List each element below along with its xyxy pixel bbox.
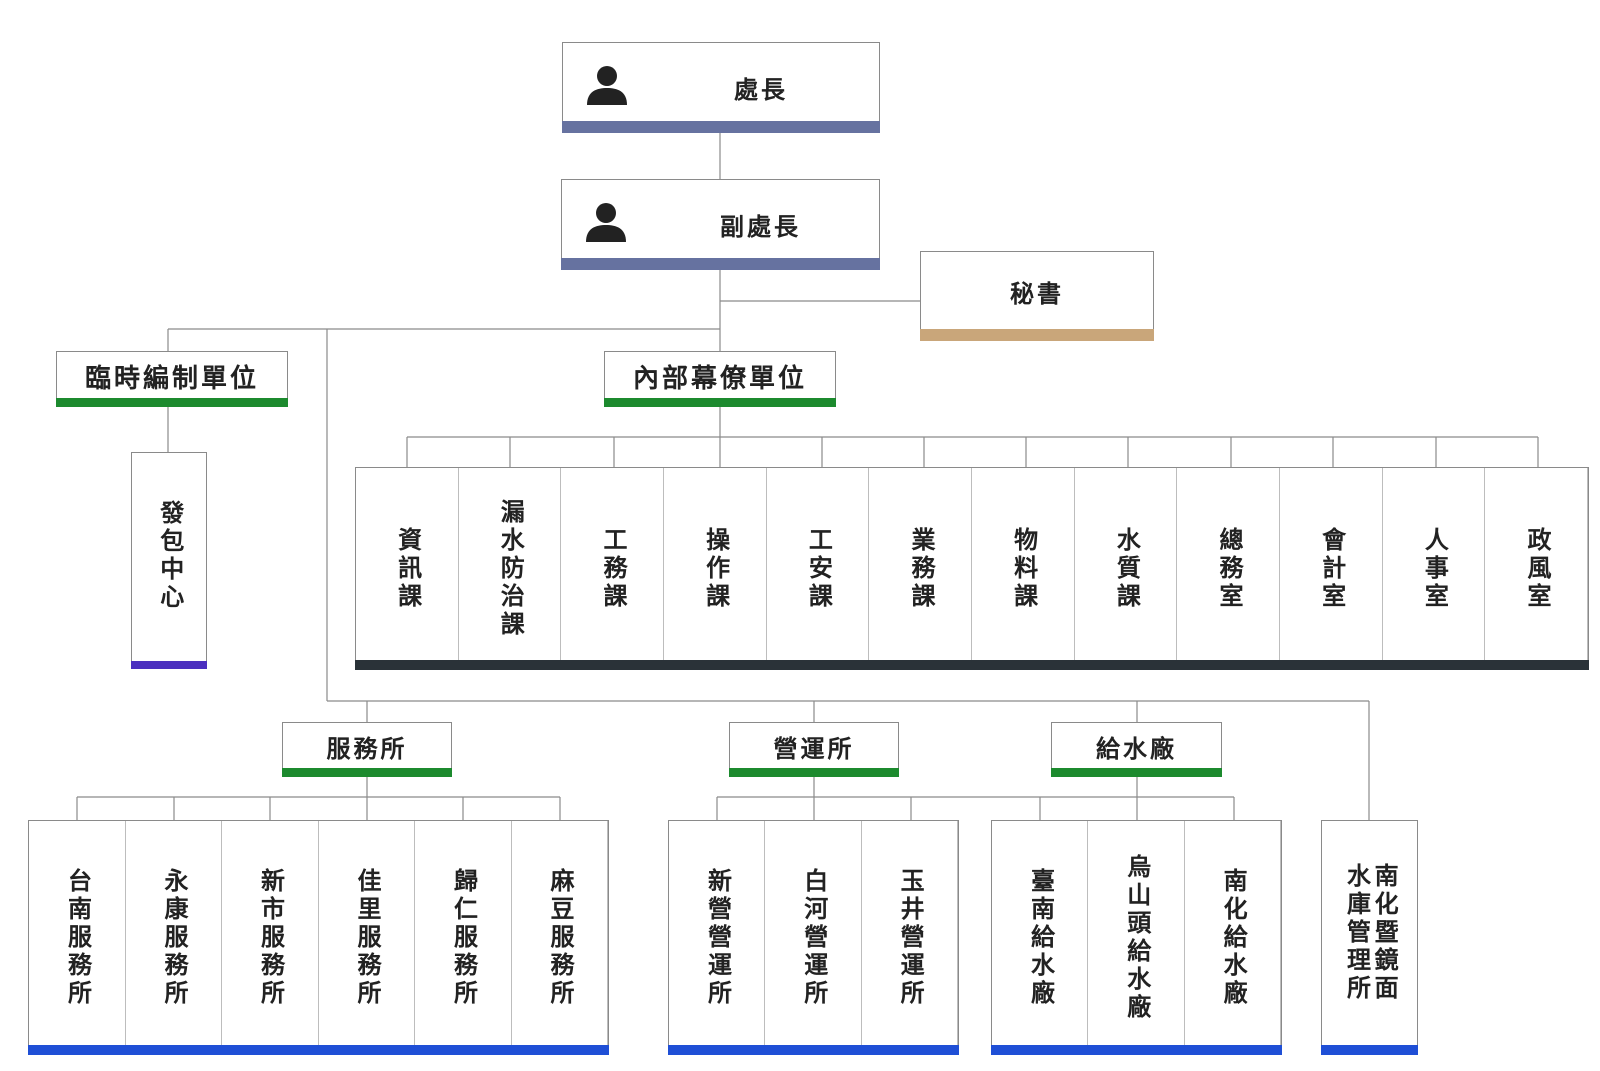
contract-center-label: 發包中心 (155, 499, 184, 612)
reservoir-bar (1321, 1045, 1418, 1055)
service-office-cell[interactable]: 歸仁服務所 (415, 821, 512, 1054)
dept-label: 工務課 (598, 526, 627, 611)
temp-unit-box[interactable]: 臨時編制單位 (56, 351, 288, 407)
water-plant-label: 南化給水廠 (1219, 867, 1248, 1008)
service-office-label: 永康服務所 (160, 867, 189, 1008)
internal-unit-title: 內部幕僚單位 (632, 363, 807, 394)
dept-label: 操作課 (701, 526, 730, 611)
temp-unit-bar (56, 398, 288, 407)
director-box[interactable]: 處長 (562, 42, 880, 133)
secretary-bar (920, 329, 1154, 341)
service-offices-row: 台南服務所 永康服務所 新市服務所 佳里服務所 歸仁服務所 麻豆服務所 (28, 820, 609, 1055)
service-office-label: 台南服務所 (63, 867, 92, 1008)
deputy-title: 副處長 (720, 213, 801, 241)
secretary-title: 秘書 (1010, 279, 1064, 308)
dept-cell[interactable]: 工安課 (767, 468, 870, 669)
dept-label: 人事室 (1420, 526, 1449, 611)
water-plant-label: 臺南給水廠 (1026, 867, 1055, 1008)
dept-cell[interactable]: 總務室 (1177, 468, 1281, 669)
operation-office-cell[interactable]: 新營營運所 (669, 821, 766, 1054)
water-plant-title: 給水廠 (1096, 735, 1177, 763)
dept-cell[interactable]: 操作課 (664, 468, 767, 669)
dept-cell[interactable]: 水質課 (1075, 468, 1178, 669)
dept-label: 水質課 (1112, 526, 1141, 611)
reservoir-label: 南化暨鏡面水庫管理所 (1342, 862, 1399, 1003)
dept-cell[interactable]: 政風室 (1485, 468, 1589, 669)
reservoir-box[interactable]: 南化暨鏡面水庫管理所 (1321, 820, 1418, 1055)
operation-office-cell[interactable]: 白河營運所 (765, 821, 862, 1054)
internal-unit-bar (604, 398, 836, 407)
internal-departments-row: 資訊課 漏水防治課 工務課 操作課 工安課 業務課 物料課 水質課 總務室 會計… (355, 467, 1589, 670)
operation-office-label: 白河營運所 (799, 867, 828, 1008)
dept-label: 物料課 (1009, 526, 1038, 611)
dept-label: 資訊課 (393, 526, 422, 611)
person-icon (587, 66, 627, 105)
service-office-box[interactable]: 服務所 (282, 722, 452, 777)
service-office-label: 新市服務所 (256, 867, 285, 1008)
director-bar (562, 121, 880, 133)
dept-cell[interactable]: 業務課 (869, 468, 973, 669)
service-office-label: 麻豆服務所 (546, 867, 575, 1008)
service-office-bar (282, 768, 452, 777)
contract-center-bar (131, 661, 207, 669)
operation-office-bar (729, 768, 899, 777)
secretary-box[interactable]: 秘書 (920, 251, 1154, 341)
dept-cell[interactable]: 人事室 (1383, 468, 1486, 669)
water-plant-row-bar (991, 1045, 1282, 1055)
service-office-label: 佳里服務所 (353, 867, 382, 1008)
operation-row-bar (668, 1045, 959, 1055)
dept-label: 業務課 (906, 526, 935, 611)
dept-cell[interactable]: 物料課 (972, 468, 1075, 669)
deputy-bar (561, 258, 880, 270)
service-office-cell[interactable]: 麻豆服務所 (512, 821, 608, 1054)
dept-cell[interactable]: 工務課 (561, 468, 665, 669)
water-plant-box[interactable]: 給水廠 (1051, 722, 1222, 777)
service-office-cell[interactable]: 新市服務所 (222, 821, 319, 1054)
water-plant-bar (1051, 768, 1222, 777)
internal-row-bar (355, 660, 1589, 670)
operation-office-cell[interactable]: 玉井營運所 (862, 821, 958, 1054)
dept-label: 漏水防治課 (496, 498, 525, 639)
operation-office-title: 營運所 (773, 735, 855, 763)
water-plant-label: 烏山頭給水廠 (1122, 853, 1151, 1022)
dept-cell[interactable]: 資訊課 (356, 468, 459, 669)
service-row-bar (28, 1045, 609, 1055)
dept-cell[interactable]: 會計室 (1280, 468, 1383, 669)
dept-cell[interactable]: 漏水防治課 (459, 468, 562, 669)
service-office-cell[interactable]: 永康服務所 (126, 821, 222, 1054)
water-plants-row: 臺南給水廠 烏山頭給水廠 南化給水廠 (991, 820, 1282, 1055)
dept-label: 政風室 (1523, 526, 1552, 611)
dept-label: 工安課 (804, 526, 833, 611)
operation-offices-row: 新營營運所 白河營運所 玉井營運所 (668, 820, 959, 1055)
dept-label: 會計室 (1317, 526, 1346, 611)
water-plant-cell[interactable]: 烏山頭給水廠 (1088, 821, 1185, 1054)
service-office-title: 服務所 (326, 735, 408, 763)
operation-office-label: 玉井營運所 (896, 867, 925, 1008)
water-plant-cell[interactable]: 南化給水廠 (1185, 821, 1281, 1054)
person-icon (586, 203, 626, 242)
director-title: 處長 (734, 76, 788, 104)
dept-label: 總務室 (1215, 526, 1243, 611)
deputy-box[interactable]: 副處長 (561, 179, 880, 270)
internal-unit-box[interactable]: 內部幕僚單位 (604, 351, 836, 407)
temp-unit-title: 臨時編制單位 (84, 363, 259, 394)
service-office-cell[interactable]: 佳里服務所 (319, 821, 415, 1054)
operation-office-box[interactable]: 營運所 (729, 722, 899, 777)
service-office-cell[interactable]: 台南服務所 (29, 821, 126, 1054)
contract-center-box[interactable]: 發包中心 (131, 452, 207, 669)
operation-office-label: 新營營運所 (703, 867, 732, 1008)
water-plant-cell[interactable]: 臺南給水廠 (992, 821, 1089, 1054)
service-office-label: 歸仁服務所 (449, 867, 478, 1008)
